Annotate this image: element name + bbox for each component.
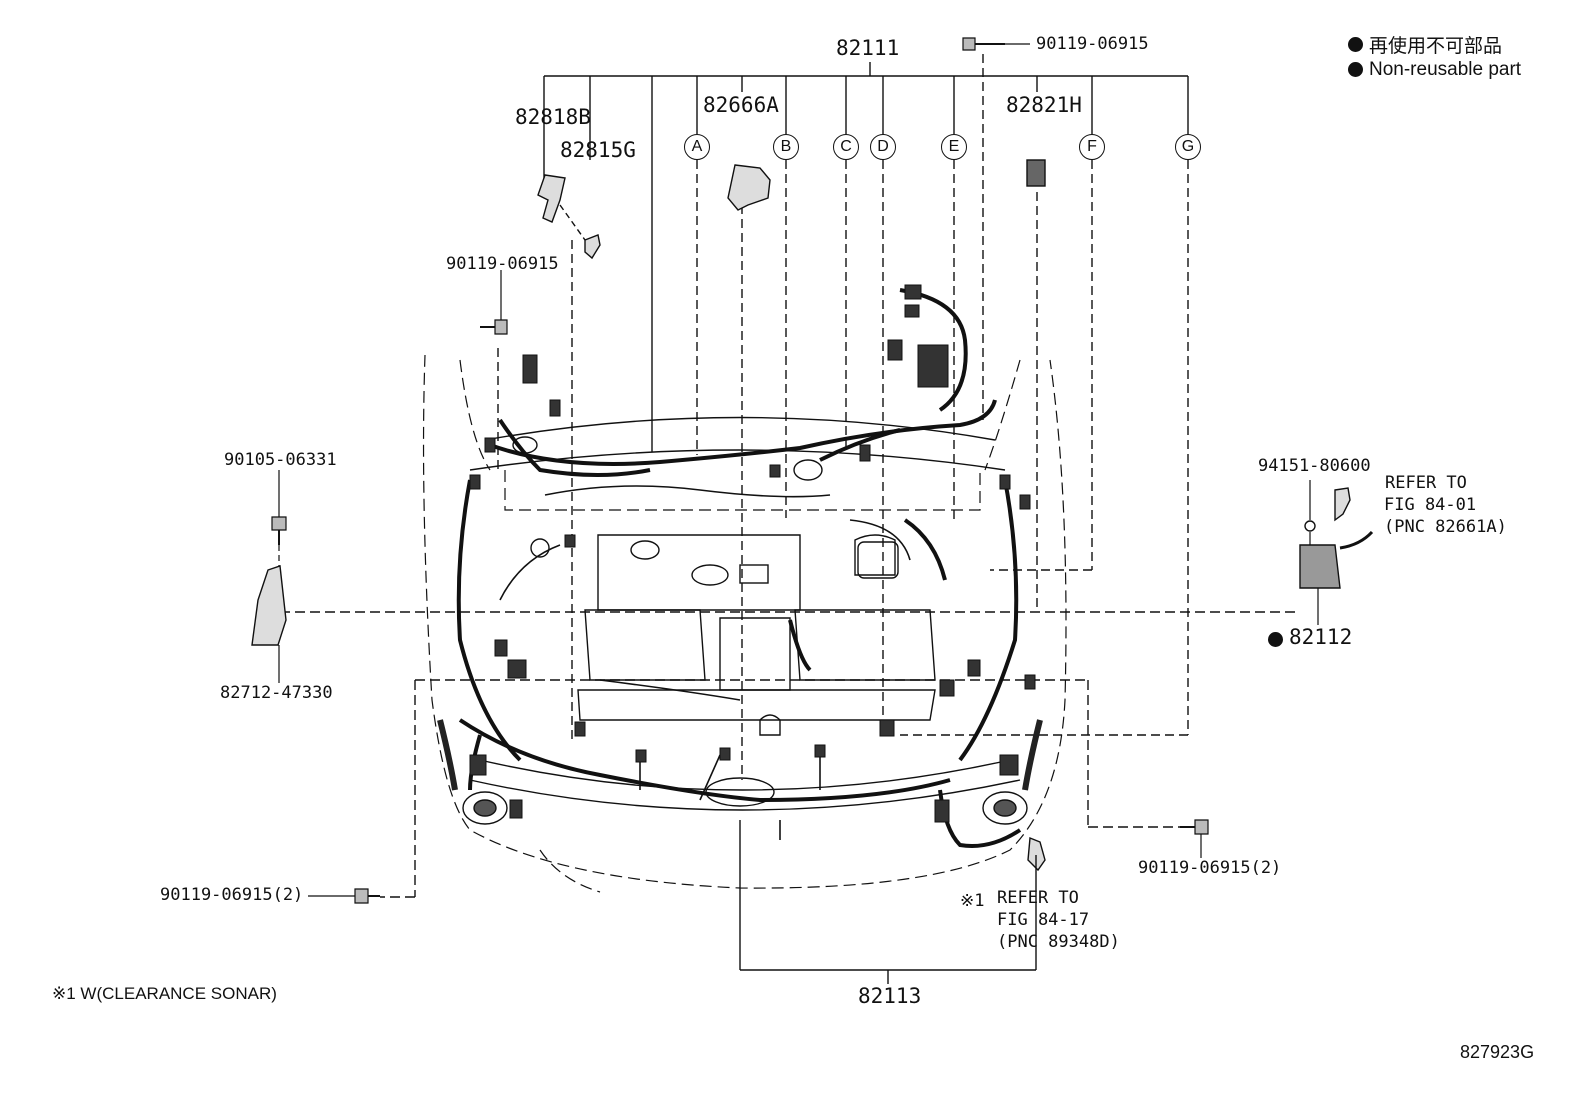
- circle-label-g: G: [1175, 134, 1201, 160]
- part-icons: [251, 159, 1374, 872]
- refer-bottom-line2: FIG 84-17: [997, 910, 1090, 930]
- label-82113: 82113: [858, 984, 922, 1008]
- refer-right-line1: REFER TO: [1385, 473, 1467, 493]
- grommets: [512, 436, 899, 579]
- refer-fig-84-17: REFER TO FIG 84-17 (PNC 89348D): [997, 887, 1120, 953]
- cowl-lines: [469, 416, 1021, 811]
- circle-leaders: [497, 54, 1189, 780]
- legend-row-english: Non-reusable part: [1348, 57, 1521, 82]
- label-82112: 82112: [1289, 625, 1353, 649]
- refer-fig-84-01: REFER TO FIG 84-01 (PNC 82661A): [1384, 472, 1507, 538]
- legend-dot-icon: [1348, 62, 1363, 77]
- label-bolt-top-left: 90119-06915: [446, 254, 559, 274]
- leader-82111: [543, 62, 1189, 452]
- circle-label-a: A: [684, 134, 710, 160]
- legend-japanese: 再使用不可部品: [1369, 36, 1503, 57]
- label-82111: 82111: [836, 36, 900, 60]
- label-82666a: 82666A: [703, 93, 779, 117]
- refer-bottom-line3: (PNC 89348D): [997, 932, 1120, 952]
- legend-english: Non-reusable part: [1369, 58, 1522, 80]
- refer-right-line3: (PNC 82661A): [1384, 517, 1507, 537]
- connectors: [469, 284, 1036, 823]
- label-90105: 90105-06331: [224, 450, 337, 470]
- small-leaders: [559, 204, 586, 241]
- refer-right-line2: FIG 84-01: [1384, 495, 1477, 515]
- engine-block: [577, 534, 936, 721]
- label-82712: 82712-47330: [220, 683, 333, 703]
- circle-label-c: C: [833, 134, 859, 160]
- legend: 再使用不可部品 Non-reusable part: [1348, 32, 1521, 82]
- label-bolt-bottom-left: 90119-06915(2): [160, 885, 304, 905]
- fog-lamps: [437, 714, 1043, 825]
- illustration-id: 827923G: [1460, 1042, 1535, 1062]
- bracket-leaders: [280, 611, 1300, 898]
- circle-label-f: F: [1079, 134, 1105, 160]
- label-94151: 94151-80600: [1258, 456, 1371, 476]
- refer-bottom-line1: REFER TO: [997, 888, 1079, 908]
- refer-bottom-mark: ※1: [960, 891, 985, 911]
- bolts: [271, 37, 1319, 904]
- non-reusable-dot: [1268, 632, 1283, 647]
- circle-label-d: D: [870, 134, 896, 160]
- legend-dot-icon: [1348, 37, 1363, 52]
- circle-label-e: E: [941, 134, 967, 160]
- label-82815g: 82815G: [560, 138, 636, 162]
- legend-row-japanese: 再使用不可部品: [1348, 32, 1521, 57]
- label-82818b: 82818B: [515, 105, 591, 129]
- leader-82113: [739, 820, 1037, 984]
- circle-label-b: B: [773, 134, 799, 160]
- label-bolt-top-right: 90119-06915: [1036, 34, 1149, 54]
- label-bolt-bottom-right: 90119-06915(2): [1138, 858, 1282, 878]
- harness-thin: [499, 485, 911, 840]
- footnote: ※1 W(CLEARANCE SONAR): [52, 984, 277, 1003]
- label-82821h: 82821H: [1006, 93, 1082, 117]
